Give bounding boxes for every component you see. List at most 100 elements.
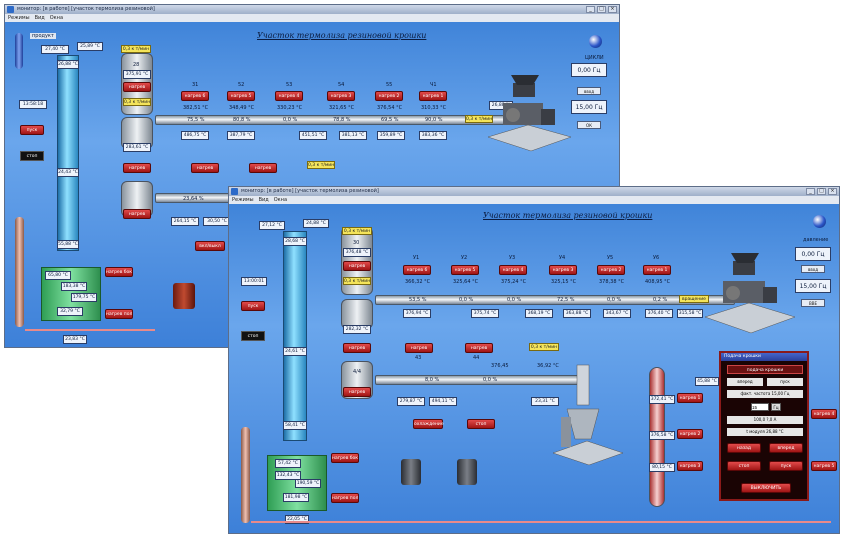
modal-freq-input[interactable] bbox=[751, 403, 769, 411]
heater-3[interactable]: нагрев 3 bbox=[549, 265, 577, 275]
menu-windows[interactable]: Окна bbox=[49, 15, 64, 21]
menu-windows[interactable]: Окна bbox=[273, 197, 288, 203]
back-window-title: монитор: [в работе] [участок термолиза р… bbox=[17, 6, 155, 12]
reactor-gas: 0,3 к т/мин bbox=[342, 227, 372, 235]
pipe-pct-1: 53,5 % bbox=[409, 297, 427, 303]
heater-4-bottom: 451,51 °C bbox=[299, 131, 327, 140]
back-menubar: Режимы Вид Окна bbox=[5, 14, 619, 22]
tank-mid: 183,38 °C bbox=[61, 282, 87, 291]
heater-4[interactable]: нагрев 4 bbox=[499, 265, 527, 275]
back-window: монитор: [в работе] [участок термолиза р… bbox=[4, 4, 620, 348]
stop-button[interactable]: стоп bbox=[20, 151, 44, 161]
heater-4[interactable]: нагрев 4 bbox=[275, 91, 303, 101]
cool-button-2[interactable]: стоп bbox=[467, 419, 495, 429]
front-titlebar: монитор: [в работе] [участок термолиза р… bbox=[229, 187, 839, 196]
heater-3[interactable]: нагрев 3 bbox=[327, 91, 355, 101]
reactor-top-val: 376,48 °C bbox=[343, 248, 371, 257]
heater-6[interactable]: нагрев 6 bbox=[403, 265, 431, 275]
close-button[interactable]: × bbox=[608, 6, 617, 13]
ok-btn[interactable]: ОК bbox=[577, 121, 601, 129]
clock: 13:00:01 bbox=[241, 277, 267, 286]
maximize-button[interactable]: □ bbox=[817, 188, 826, 195]
col-upper: 26,88 °C bbox=[57, 60, 79, 69]
heat-pol-button[interactable]: нагрев пол bbox=[105, 309, 133, 319]
start-button[interactable]: пуск bbox=[20, 125, 44, 135]
heater-1[interactable]: нагрев 1 bbox=[643, 265, 671, 275]
reactor-heat-mid[interactable]: нагрев bbox=[123, 163, 151, 173]
stop-button[interactable]: стоп bbox=[241, 331, 265, 341]
heater-6-top: 382,51 °C bbox=[183, 105, 209, 111]
reactor-heat-mid[interactable]: нагрев bbox=[343, 343, 371, 353]
heater-6[interactable]: нагрев 6 bbox=[181, 91, 209, 101]
modal-forward[interactable]: вперед bbox=[769, 443, 803, 453]
heat-ko-button[interactable]: нагрев бок bbox=[105, 267, 133, 277]
front-window: монитор: [в работе] [участок термолиза р… bbox=[228, 186, 840, 534]
heater-1-bottom: 383,36 °C bbox=[419, 131, 447, 140]
minimize-button[interactable]: _ bbox=[806, 188, 815, 195]
cool-button-1[interactable]: охлаждение bbox=[413, 419, 444, 429]
lower-heat-1[interactable]: нагрев bbox=[191, 163, 219, 173]
lower-heat-2[interactable]: нагрев bbox=[465, 343, 493, 353]
heater-5[interactable]: нагрев 5 bbox=[227, 91, 255, 101]
col-top-right: 25,89 °C bbox=[77, 42, 103, 51]
reactor-heat-bottom[interactable]: нагрев bbox=[123, 209, 151, 219]
zone-4: У4 bbox=[559, 255, 566, 261]
input-btn[interactable]: ввод bbox=[801, 265, 825, 273]
right-heat-c[interactable]: нагрев 3 bbox=[677, 461, 703, 471]
heat-exchanger bbox=[15, 217, 24, 327]
lower-left-1: 264,15 °C bbox=[171, 217, 199, 226]
heater-2[interactable]: нагрев 2 bbox=[597, 265, 625, 275]
heater-3-bottom: 381,13 °C bbox=[339, 131, 367, 140]
modal-start[interactable]: пуск bbox=[769, 461, 803, 471]
right-heat-a[interactable]: нагрев 1 bbox=[677, 393, 703, 403]
menu-view[interactable]: Вид bbox=[34, 15, 45, 21]
modal-stop[interactable]: стоп bbox=[727, 461, 761, 471]
heat-ko-button[interactable]: нагрев бок bbox=[331, 453, 359, 463]
heater-1[interactable]: нагрев 1 bbox=[419, 91, 447, 101]
zone-6: Ч1 bbox=[430, 82, 437, 88]
minimize-button[interactable]: _ bbox=[586, 6, 595, 13]
maximize-button[interactable]: □ bbox=[597, 6, 606, 13]
close-button[interactable]: × bbox=[828, 188, 837, 195]
front-window-title: монитор: [в работе] [участок термолиза р… bbox=[241, 188, 379, 194]
modal-close[interactable]: ВЫКЛЮЧИТЬ bbox=[741, 483, 791, 493]
reactor-low-temp: 283,61 °C bbox=[123, 143, 151, 152]
pipe-bottom-6: 376,40 °C bbox=[645, 309, 673, 318]
modal-current: 100,0 ?,0 А bbox=[727, 416, 803, 424]
menu-modes[interactable]: Режимы bbox=[8, 15, 30, 21]
lower-heat-1[interactable]: нагрев bbox=[405, 343, 433, 353]
extruder-machine bbox=[704, 253, 796, 334]
sound-icon[interactable] bbox=[813, 215, 826, 228]
reactor-heat-button[interactable]: нагрев bbox=[343, 261, 371, 271]
modal-label-2: пуск bbox=[767, 378, 803, 386]
reactor-middle bbox=[341, 299, 373, 329]
right-mid: 376,58 °C bbox=[649, 431, 675, 440]
tank-top: 57,42 °C bbox=[275, 459, 301, 468]
right-heat-b[interactable]: нагрев 2 bbox=[677, 429, 703, 439]
heater-2[interactable]: нагрев 2 bbox=[375, 91, 403, 101]
reactor-heat-bottom[interactable]: нагрев bbox=[343, 387, 371, 397]
heat-pol-button[interactable]: нагрев пол bbox=[331, 493, 359, 503]
lower-heat-2[interactable]: нагрев bbox=[249, 163, 277, 173]
menu-modes[interactable]: Режимы bbox=[232, 197, 254, 203]
sound-icon[interactable] bbox=[589, 35, 602, 48]
lower-val-2: 36,92 °C bbox=[537, 363, 559, 369]
ok-btn[interactable]: ВВЕ bbox=[801, 299, 825, 307]
modal-hz-btn[interactable]: Гц bbox=[771, 403, 781, 411]
right-heat-e[interactable]: нагрев 5 bbox=[811, 461, 837, 471]
modal-back[interactable]: назад bbox=[727, 443, 761, 453]
zone-2: 52 bbox=[238, 82, 245, 88]
reactor-heat-button[interactable]: нагрев bbox=[123, 82, 151, 92]
modal-freq: факт. частота 15,00 Гц bbox=[727, 390, 803, 398]
pipe-bottom-1: 376,94 °C bbox=[403, 309, 431, 318]
heater-5[interactable]: нагрев 5 bbox=[451, 265, 479, 275]
right-heat-d[interactable]: нагрев 4 bbox=[811, 409, 837, 419]
input-btn[interactable]: ввод bbox=[577, 87, 601, 95]
lower-manual[interactable]: вкл/выкл bbox=[195, 241, 225, 251]
pressure-box: 0,00 Гц bbox=[571, 63, 607, 77]
start-button[interactable]: пуск bbox=[241, 301, 265, 311]
front-heading: Участок термолиза резиновой крошки bbox=[483, 211, 653, 220]
heater-2-bottom: 359,89 °C bbox=[377, 131, 405, 140]
pipe-bottom-2: 375,74 °C bbox=[471, 309, 499, 318]
menu-view[interactable]: Вид bbox=[258, 197, 269, 203]
